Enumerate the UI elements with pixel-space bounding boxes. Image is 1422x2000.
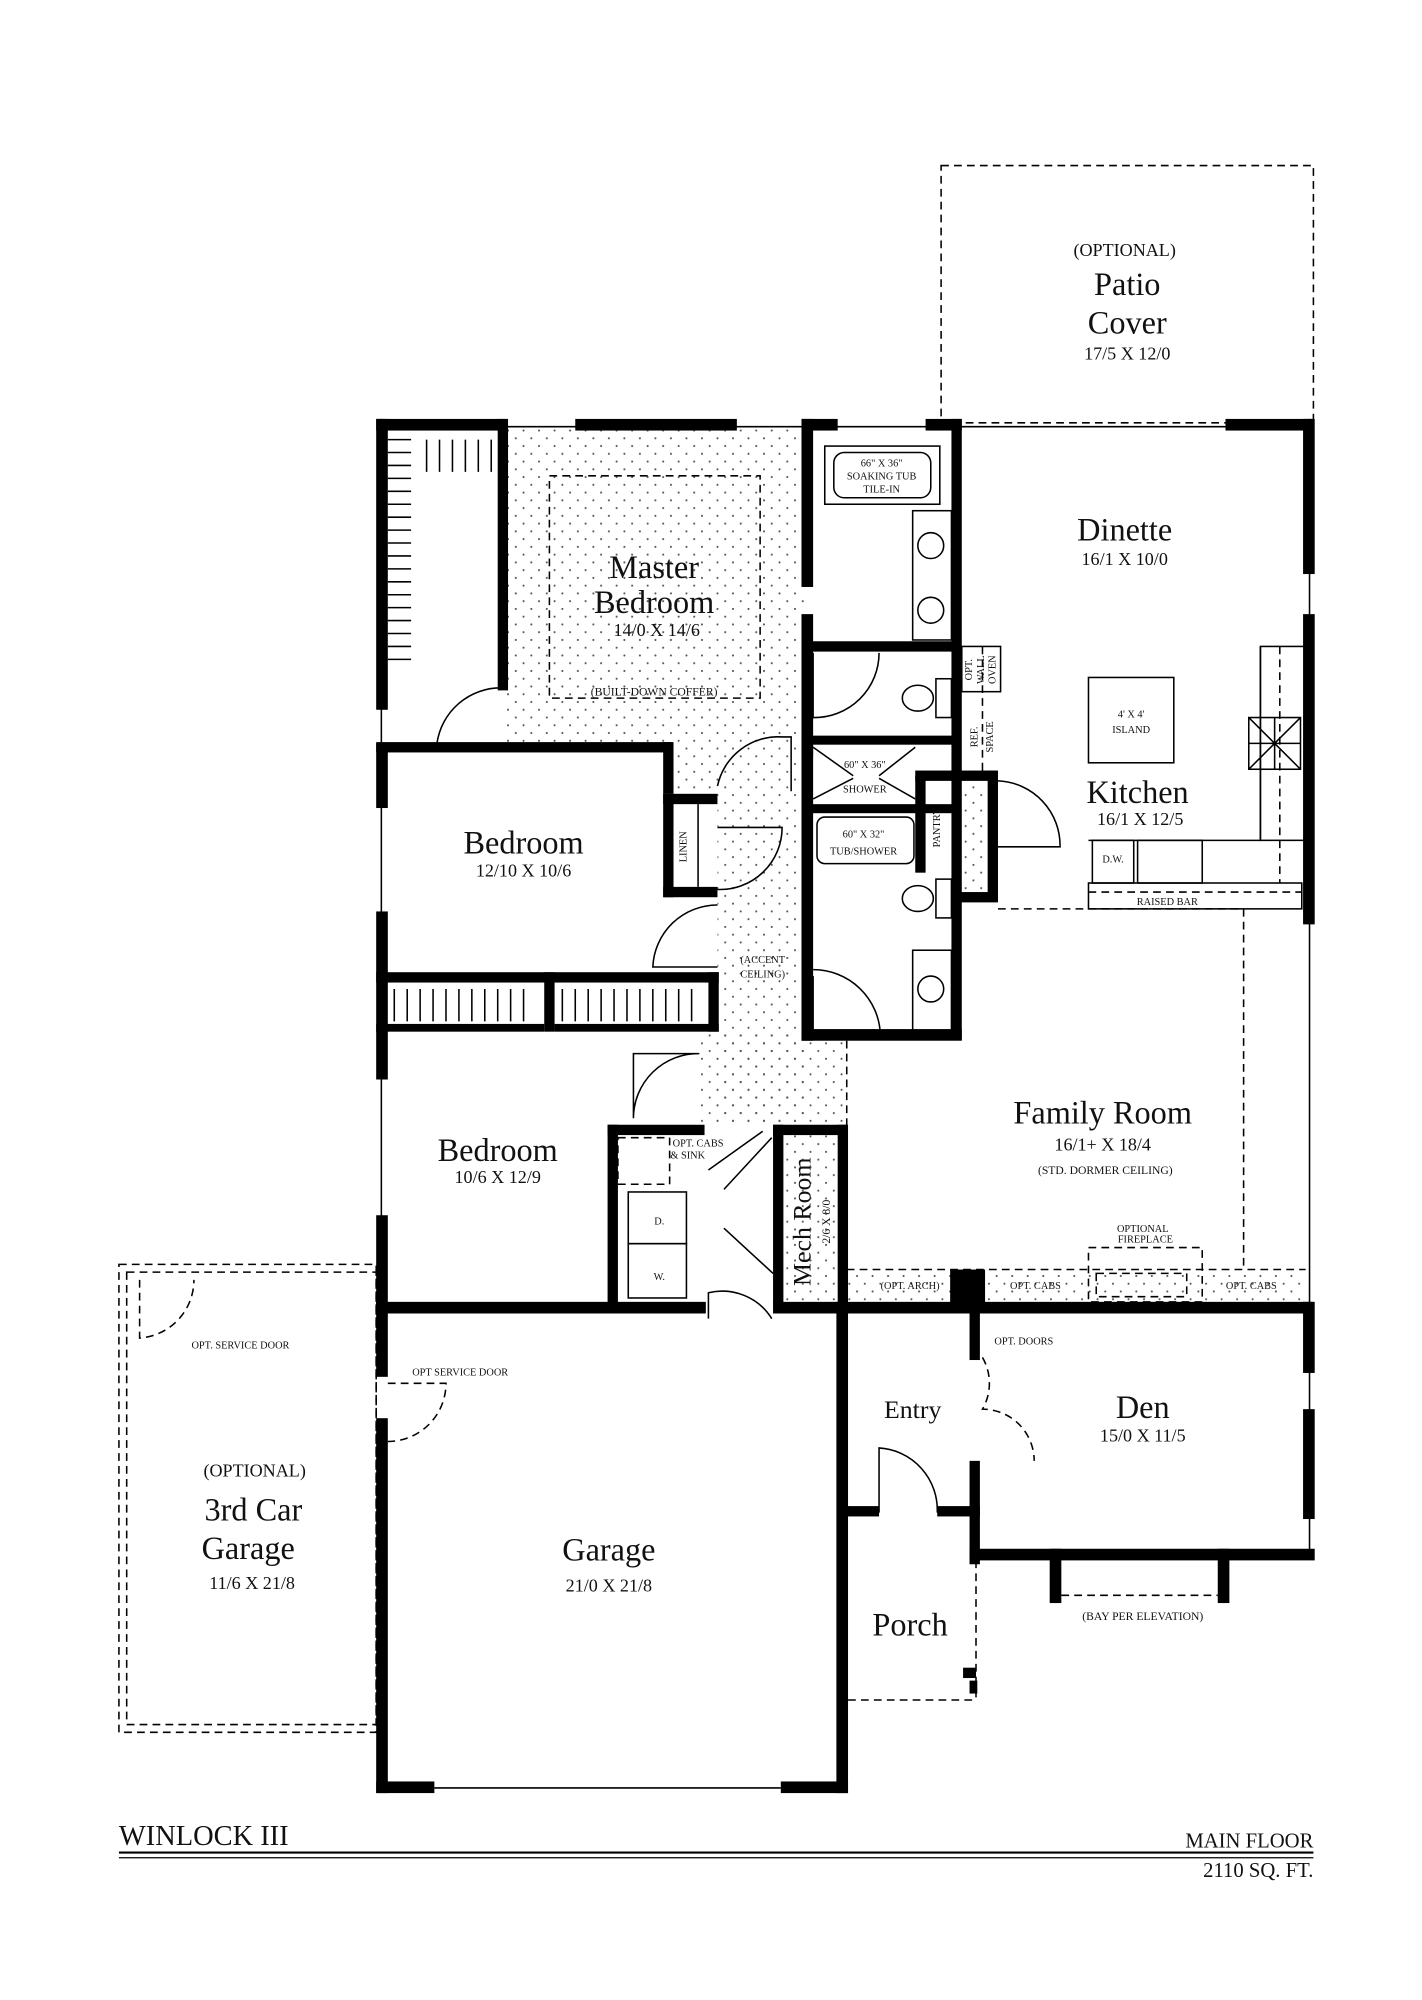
svg-text:SHOWER: SHOWER <box>843 785 887 796</box>
bedroom2-name: Bedroom <box>438 1132 558 1168</box>
bedroom1-dims: 12/10 X 10/6 <box>476 861 571 881</box>
den-dims: 15/0 X 11/5 <box>1100 1425 1186 1445</box>
family-name: Family Room <box>1013 1094 1192 1130</box>
floor-label: MAIN FLOOR <box>1185 1830 1313 1852</box>
svg-text:OPT. CABS: OPT. CABS <box>1010 1281 1061 1292</box>
garage3-name-1: 3rd Car <box>204 1491 302 1527</box>
kitchen-dims: 16/1 X 12/5 <box>1097 809 1183 829</box>
family-note: (STD. DORMER CEILING) <box>1038 1164 1173 1177</box>
title-block: WINLOCK III MAIN FLOOR 2110 SQ. FT. <box>119 1821 1314 1882</box>
mech-dims: 2/6 X 8/0 <box>820 1200 833 1244</box>
svg-text:W.: W. <box>654 1272 665 1283</box>
svg-text:OPT.: OPT. <box>964 659 975 680</box>
svg-text:D.: D. <box>654 1216 664 1227</box>
den-bay-note: (BAY PER ELEVATION) <box>1082 1610 1203 1623</box>
svg-text:LINEN: LINEN <box>678 831 689 863</box>
patio-name-2: Cover <box>1088 305 1167 341</box>
svg-text:60" X 32": 60" X 32" <box>843 830 885 841</box>
garage-dims: 21/0 X 21/8 <box>566 1575 652 1595</box>
fixtures <box>548 445 1307 1303</box>
patio-cover-outline <box>940 164 1315 424</box>
master-name-2: Bedroom <box>594 584 714 620</box>
svg-text:& SINK: & SINK <box>670 1150 705 1161</box>
bedroom2-dims: 10/6 X 12/9 <box>455 1167 541 1187</box>
garage3-service-door: OPT. SERVICE DOOR <box>191 1340 289 1351</box>
patio-dims: 17/5 X 12/0 <box>1084 343 1170 363</box>
master-coffer-note: (BUILT-DOWN COFFER) <box>591 686 718 699</box>
svg-text:ISLAND: ISLAND <box>1112 725 1150 736</box>
garage-name: Garage <box>562 1531 655 1567</box>
master-name-1: Master <box>609 549 699 585</box>
room-labels: (OPTIONAL) Patio Cover 17/5 X 12/0 Maste… <box>191 240 1203 1642</box>
svg-text:(ACCENT: (ACCENT <box>740 955 785 966</box>
entry-name: Entry <box>884 1395 941 1424</box>
dinette-name: Dinette <box>1077 511 1172 547</box>
garage3-name-2: Garage <box>202 1530 295 1566</box>
svg-text:TILE-IN: TILE-IN <box>863 485 900 496</box>
svg-text:OPT. CABS: OPT. CABS <box>673 1139 724 1150</box>
svg-text:OPT. CABS: OPT. CABS <box>1226 1281 1277 1292</box>
svg-text:OVEN: OVEN <box>987 655 998 684</box>
accent-ceiling-areas <box>506 429 1306 1304</box>
garage3-dims: 11/6 X 21/8 <box>209 1573 295 1593</box>
dinette-dims: 16/1 X 10/0 <box>1081 549 1167 569</box>
doors <box>387 652 1061 1513</box>
svg-text:FIREPLACE: FIREPLACE <box>1118 1234 1173 1245</box>
svg-text:60" X 36": 60" X 36" <box>844 760 886 771</box>
den-name: Den <box>1116 1389 1170 1425</box>
patio-optional: (OPTIONAL) <box>1073 240 1175 261</box>
svg-text:TUB/SHOWER: TUB/SHOWER <box>830 847 897 858</box>
square-footage: 2110 SQ. FT. <box>1203 1860 1313 1882</box>
svg-text:4' X 4': 4' X 4' <box>1118 710 1145 721</box>
svg-text:CEILING): CEILING) <box>740 969 785 980</box>
family-dims: 16/1+ X 18/4 <box>1054 1135 1151 1155</box>
svg-text:SOAKING TUB: SOAKING TUB <box>847 472 917 483</box>
fixture-labels: 66" X 36" SOAKING TUB TILE-IN 60" X 36" … <box>654 459 1277 1348</box>
kitchen-name: Kitchen <box>1086 774 1188 810</box>
porch-name: Porch <box>872 1606 947 1642</box>
garage3-optional: (OPTIONAL) <box>203 1460 305 1481</box>
svg-text:RAISED BAR: RAISED BAR <box>1137 897 1198 908</box>
svg-text:(OPT. ARCH): (OPT. ARCH) <box>881 1281 940 1292</box>
svg-text:REF.: REF. <box>969 727 980 748</box>
mech-name: Mech Room <box>788 1157 817 1286</box>
garage-service-door: OPT SERVICE DOOR <box>412 1368 508 1379</box>
svg-text:66" X 36": 66" X 36" <box>861 459 903 470</box>
svg-text:OPTIONAL: OPTIONAL <box>1117 1224 1169 1235</box>
svg-text:SPACE: SPACE <box>985 721 996 752</box>
svg-text:WALL: WALL <box>976 655 987 684</box>
svg-text:OPT. DOORS: OPT. DOORS <box>994 1337 1053 1348</box>
svg-text:D.W.: D.W. <box>1102 854 1123 865</box>
walls <box>376 418 1315 1794</box>
svg-text:PANTRY: PANTRY <box>932 807 943 847</box>
patio-name-1: Patio <box>1094 266 1160 302</box>
master-dims: 14/0 X 14/6 <box>614 620 700 640</box>
plan-name: WINLOCK III <box>119 1821 289 1852</box>
bedroom1-name: Bedroom <box>463 824 583 860</box>
